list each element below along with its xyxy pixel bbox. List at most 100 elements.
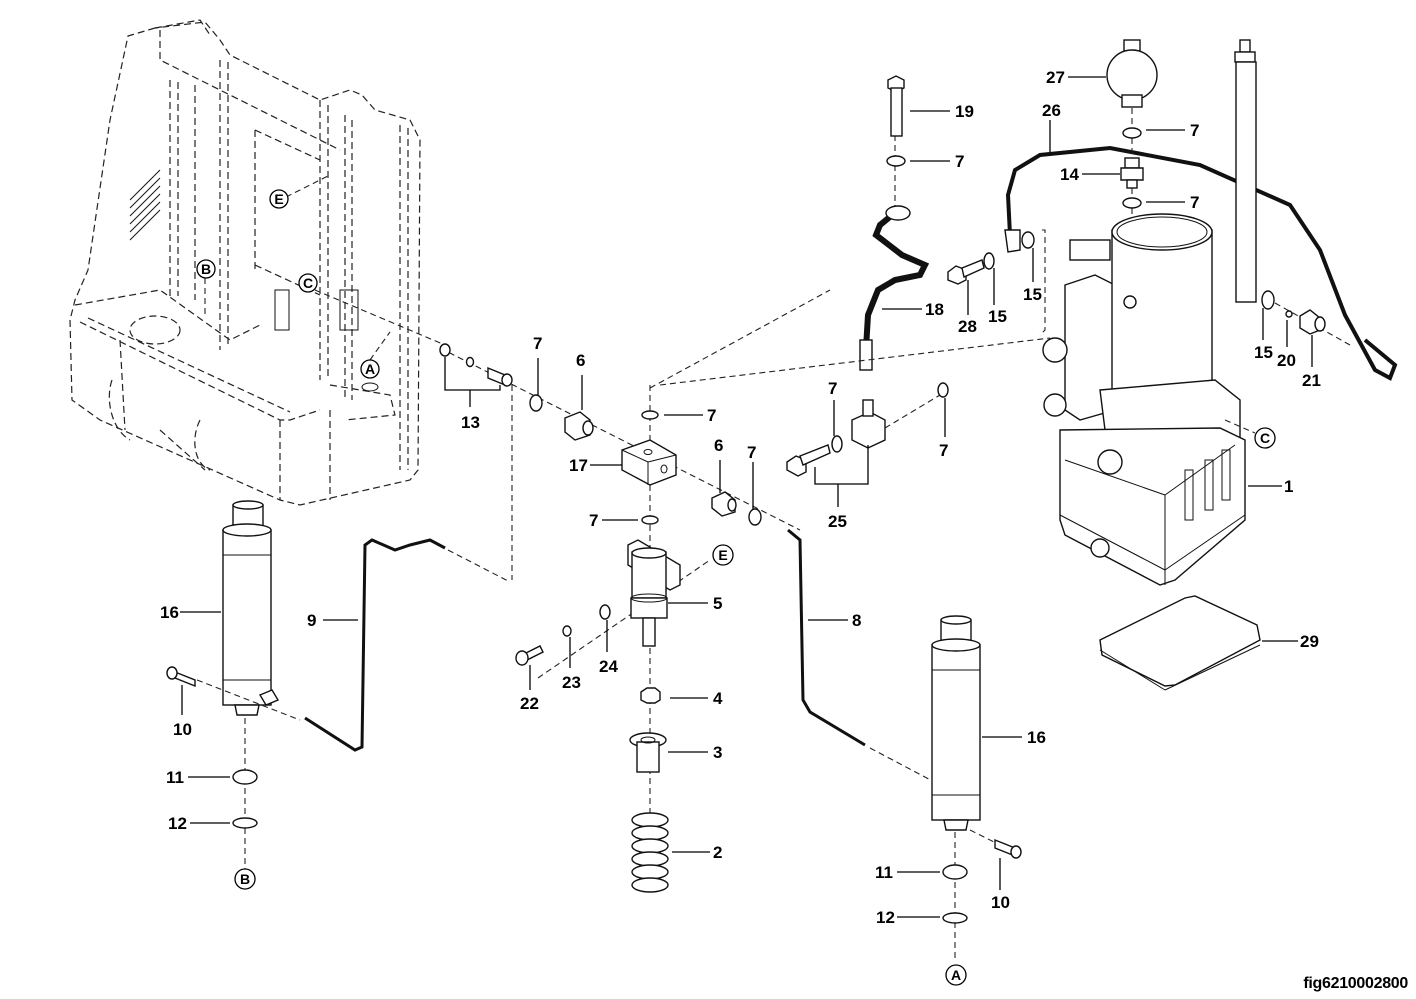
callout-7: 7 xyxy=(707,406,716,425)
callout-28: 28 xyxy=(958,317,977,336)
callout-7: 7 xyxy=(955,152,964,171)
callout-12: 12 xyxy=(876,908,895,927)
ref-marker-a-frame: A xyxy=(360,359,380,379)
bushing-3 xyxy=(629,732,667,773)
fitting-6 xyxy=(711,491,737,517)
seal-ring-15 xyxy=(1261,290,1275,310)
callout-15: 15 xyxy=(1254,343,1273,362)
callout-26: 26 xyxy=(1042,101,1061,120)
hydraulic-power-unit-1 xyxy=(1042,213,1246,586)
lift-cylinder-16-right xyxy=(931,615,981,831)
accumulator-27 xyxy=(1106,39,1158,108)
callout-10: 10 xyxy=(173,720,192,739)
ref-marker-b-frame: B xyxy=(196,259,216,279)
callout-15: 15 xyxy=(1023,285,1042,304)
callout-7: 7 xyxy=(533,334,542,353)
washer-24 xyxy=(599,604,611,620)
callout-4: 4 xyxy=(713,689,723,708)
banjo-bolt-28 xyxy=(947,259,985,285)
callout-14: 14 xyxy=(1060,165,1079,184)
seal-ring-7 xyxy=(1122,197,1142,209)
callout-24: 24 xyxy=(599,657,618,676)
seal-ring-7 xyxy=(886,155,906,167)
seal-ring-7 xyxy=(937,382,949,398)
bolt-10-right xyxy=(994,838,1022,859)
callout-12: 12 xyxy=(168,814,187,833)
callout-5: 5 xyxy=(713,594,722,613)
washer-12-left xyxy=(232,817,258,829)
callout-10: 10 xyxy=(991,893,1010,912)
screw-kit-parts xyxy=(439,343,513,387)
callout-3: 3 xyxy=(713,743,722,762)
seal-ring-7 xyxy=(529,394,543,412)
lock-washer-23 xyxy=(562,625,572,637)
pipe-9 xyxy=(304,538,446,752)
nut-4 xyxy=(640,687,661,704)
svg-text:A: A xyxy=(365,361,375,377)
callout-7: 7 xyxy=(747,443,756,462)
throttle-20 xyxy=(1285,310,1293,318)
hose-26 xyxy=(1005,145,1398,381)
pipe-8 xyxy=(787,528,866,747)
bolt-10-left xyxy=(166,666,196,688)
cup-11-left xyxy=(232,769,258,785)
svg-text:E: E xyxy=(718,547,727,563)
seal-ring-7 xyxy=(641,410,659,420)
callout-13: 13 xyxy=(461,413,480,432)
washer-12-right xyxy=(942,912,968,924)
callout-19: 19 xyxy=(955,102,974,121)
frame-vent-grille xyxy=(129,169,161,241)
fitting-6 xyxy=(564,411,594,441)
callout-7: 7 xyxy=(828,379,837,398)
lift-cylinder-16-left xyxy=(222,500,280,716)
screw-22 xyxy=(515,645,544,666)
callout-25: 25 xyxy=(828,512,847,531)
callout-9: 9 xyxy=(307,611,316,630)
seal-ring-7 xyxy=(748,508,762,526)
seal-ring-15 xyxy=(983,252,995,270)
callout-7: 7 xyxy=(1190,121,1199,140)
figure-id-label: fig6210002800 xyxy=(1303,975,1408,992)
ref-marker-a: A xyxy=(945,964,967,986)
callout-6: 6 xyxy=(714,436,723,455)
svg-text:E: E xyxy=(274,191,283,207)
ref-marker-c-frame: C xyxy=(298,273,318,293)
seal-ring-15 xyxy=(1021,231,1035,249)
callout-1: 1 xyxy=(1284,477,1293,496)
callouts: 1 2 3 4 5 6 6 7 7 7 7 7 7 7 7 xyxy=(160,68,1321,927)
pad-29 xyxy=(1099,595,1261,687)
svg-text:C: C xyxy=(1260,430,1270,446)
svg-text:C: C xyxy=(303,275,313,291)
truck-frame xyxy=(69,19,446,506)
adapter-14 xyxy=(1120,157,1144,189)
callout-29: 29 xyxy=(1300,632,1319,651)
callout-2: 2 xyxy=(713,843,722,862)
distribution-block-17 xyxy=(621,439,677,486)
callout-7: 7 xyxy=(1190,193,1199,212)
banjo-kit-25 xyxy=(786,399,886,477)
seal-ring-7 xyxy=(1122,127,1142,139)
valve-cylinder-5 xyxy=(627,539,681,647)
callout-27: 27 xyxy=(1046,68,1065,87)
callout-7: 7 xyxy=(939,441,948,460)
cup-11-right xyxy=(942,864,968,880)
ref-marker-b: B xyxy=(234,868,256,890)
banjo-bolt-19 xyxy=(887,75,905,137)
callout-22: 22 xyxy=(520,694,539,713)
svg-text:A: A xyxy=(951,967,961,983)
callout-20: 20 xyxy=(1277,351,1296,370)
seal-ring-7 xyxy=(641,515,659,525)
callout-16: 16 xyxy=(1027,728,1046,747)
callout-21: 21 xyxy=(1302,371,1321,390)
callout-23: 23 xyxy=(562,673,581,692)
callout-15: 15 xyxy=(988,307,1007,326)
callout-11: 11 xyxy=(166,768,184,787)
ref-marker-c: C xyxy=(1254,427,1276,449)
svg-text:B: B xyxy=(240,871,250,887)
fitting-21 xyxy=(1299,309,1326,335)
callout-18: 18 xyxy=(925,300,944,319)
callout-17: 17 xyxy=(569,456,588,475)
ref-marker-e: E xyxy=(712,544,734,566)
ref-marker-e-frame: E xyxy=(269,189,289,209)
